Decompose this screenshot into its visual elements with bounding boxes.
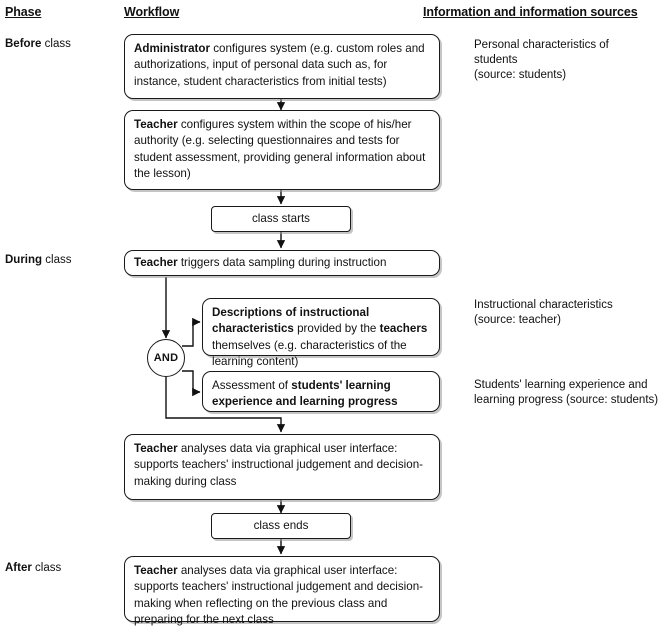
node-teacher-triggers-bold: Teacher [134, 256, 178, 269]
node-descriptions-text: Descriptions of instructional characteri… [212, 305, 432, 370]
info-note-instructional-characteristics: Instructional characteristics (source: t… [474, 299, 613, 326]
node-teacher-configures-text: Teacher configures system within the sco… [134, 117, 432, 182]
node-administrator-bold: Administrator [134, 42, 211, 55]
phase-label-after: After class [5, 562, 61, 574]
column-header-workflow: Workflow [124, 5, 180, 19]
phase-label-during-rest: class [42, 254, 72, 266]
node-class-starts-label: class starts [252, 212, 310, 225]
node-teacher-analyses-during[interactable]: Teacher analyses data via graphical user… [124, 434, 440, 500]
phase-label-before: Before class [5, 38, 71, 50]
node-teacher-analyses-during-bold: Teacher [134, 442, 178, 455]
node-teacher-configures[interactable]: Teacher configures system within the sco… [124, 110, 440, 190]
node-teacher-triggers-rest: triggers data sampling during instructio… [177, 256, 387, 269]
node-administrator-configures-text: Administrator configures system (e.g. cu… [134, 41, 432, 90]
node-descriptions-seg-4: themselves (e.g. characteristics of the … [212, 338, 407, 368]
phase-label-before-rest: class [41, 38, 71, 50]
node-assessment-learning-experience[interactable]: Assessment of students' learning experie… [202, 371, 440, 412]
info-note-students-learning: Students' learning experience and learni… [474, 379, 659, 406]
info-note-personal-characteristics: Personal characteristics of students (so… [474, 39, 609, 81]
node-teacher-triggers[interactable]: Teacher triggers data sampling during in… [124, 250, 440, 276]
node-teacher-analyses-after-rest: analyses data via graphical user interfa… [134, 564, 424, 626]
node-assessment-text: Assessment of students' learning experie… [212, 378, 432, 411]
node-teacher-analyses-during-text: Teacher analyses data via graphical user… [134, 441, 432, 490]
node-descriptions-bold-1: Descriptions of instructional characteri… [212, 306, 370, 336]
node-teacher-analyses-after-bold: Teacher [134, 564, 178, 577]
node-assessment-seg-1: Assessment of [212, 379, 292, 392]
node-descriptions-bold-2: teachers [379, 322, 428, 336]
phase-label-before-strong: Before [5, 38, 42, 50]
column-header-phase: Phase [5, 5, 42, 19]
phase-label-after-strong: After [5, 562, 32, 574]
node-and-gate[interactable]: AND [147, 339, 185, 377]
node-class-ends-label: class ends [253, 519, 309, 532]
node-teacher-configures-rest: configures system within the scope of hi… [134, 118, 426, 180]
node-assessment-bold: students' learning experience and learni… [212, 379, 398, 409]
node-descriptions-seg-2: provided by the [293, 322, 380, 336]
node-class-starts[interactable]: class starts [211, 206, 351, 232]
node-teacher-analyses-after-text: Teacher analyses data via graphical user… [134, 563, 432, 628]
phase-label-during: During class [5, 254, 71, 266]
phase-label-during-strong: During [5, 254, 43, 266]
phase-label-after-rest: class [31, 562, 62, 574]
node-administrator-configures[interactable]: Administrator configures system (e.g. cu… [124, 34, 440, 99]
node-teacher-configures-bold: Teacher [134, 118, 178, 131]
node-descriptions-instructional-characteristics[interactable]: Descriptions of instructional characteri… [202, 298, 440, 368]
node-class-ends[interactable]: class ends [211, 513, 351, 539]
node-administrator-rest: configures system (e.g. custom roles and… [134, 42, 425, 88]
node-teacher-analyses-after[interactable]: Teacher analyses data via graphical user… [124, 556, 440, 626]
node-teacher-triggers-text: Teacher triggers data sampling during in… [134, 255, 432, 271]
node-teacher-analyses-during-rest: analyses data via graphical user interfa… [134, 442, 424, 488]
node-and-gate-label: AND [153, 352, 179, 364]
column-header-information: Information and information sources [423, 5, 638, 19]
